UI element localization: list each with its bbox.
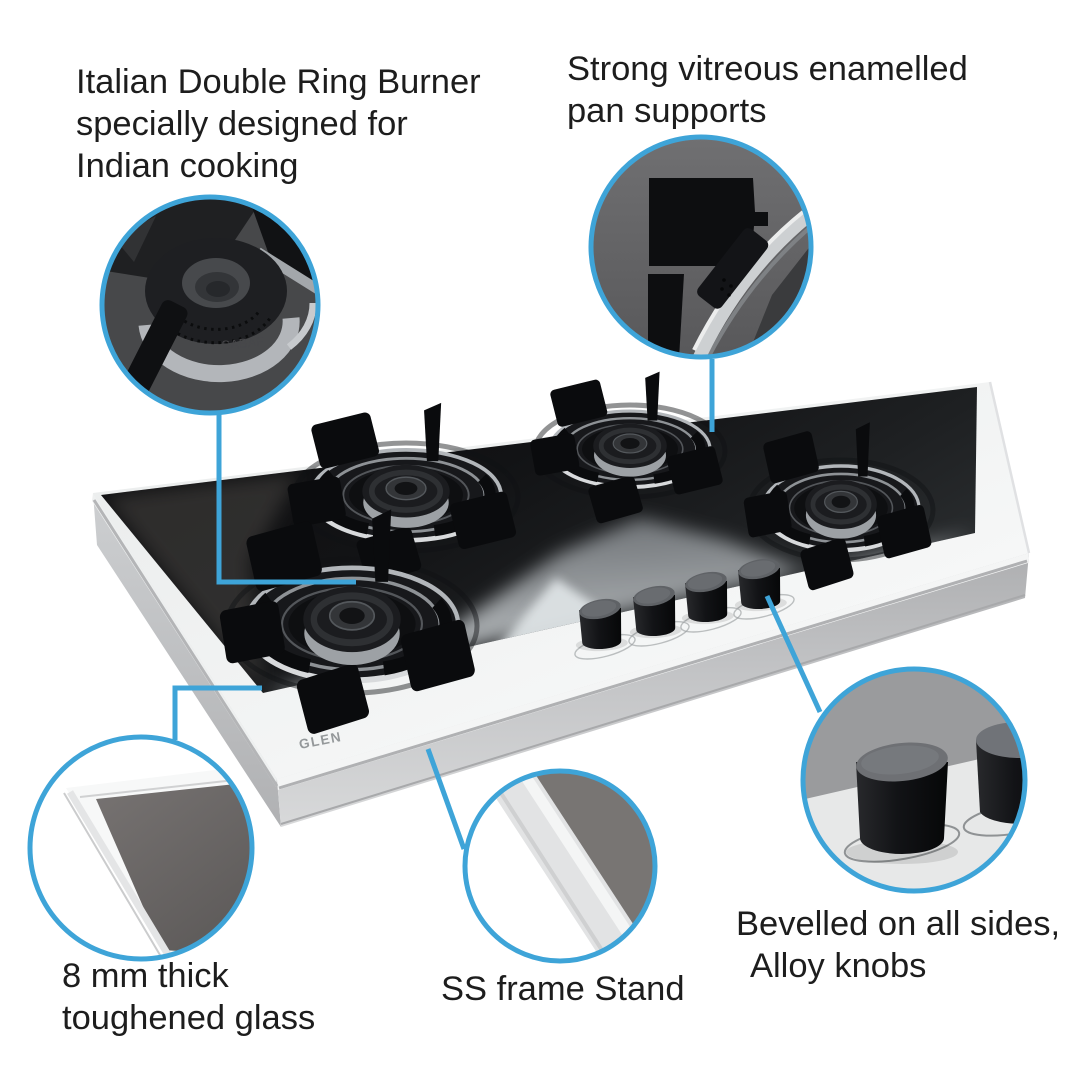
svg-text:8 mm thick: 8 mm thick bbox=[62, 957, 230, 995]
svg-text:Bevelled on all sides,: Bevelled on all sides, bbox=[736, 905, 1060, 943]
svg-text:SS frame Stand: SS frame Stand bbox=[441, 970, 685, 1008]
svg-text:Alloy knobs: Alloy knobs bbox=[750, 947, 926, 985]
svg-text:Indian cooking: Indian cooking bbox=[76, 147, 299, 185]
svg-text:Strong vitreous enamelled: Strong vitreous enamelled bbox=[567, 50, 968, 88]
svg-text:toughened glass: toughened glass bbox=[62, 999, 315, 1037]
svg-text:SABAF: SABAF bbox=[221, 334, 265, 353]
svg-text:Italian Double Ring Burner: Italian Double Ring Burner bbox=[76, 63, 481, 101]
svg-text:pan supports: pan supports bbox=[567, 92, 766, 130]
svg-text:specially designed for: specially designed for bbox=[76, 105, 408, 143]
